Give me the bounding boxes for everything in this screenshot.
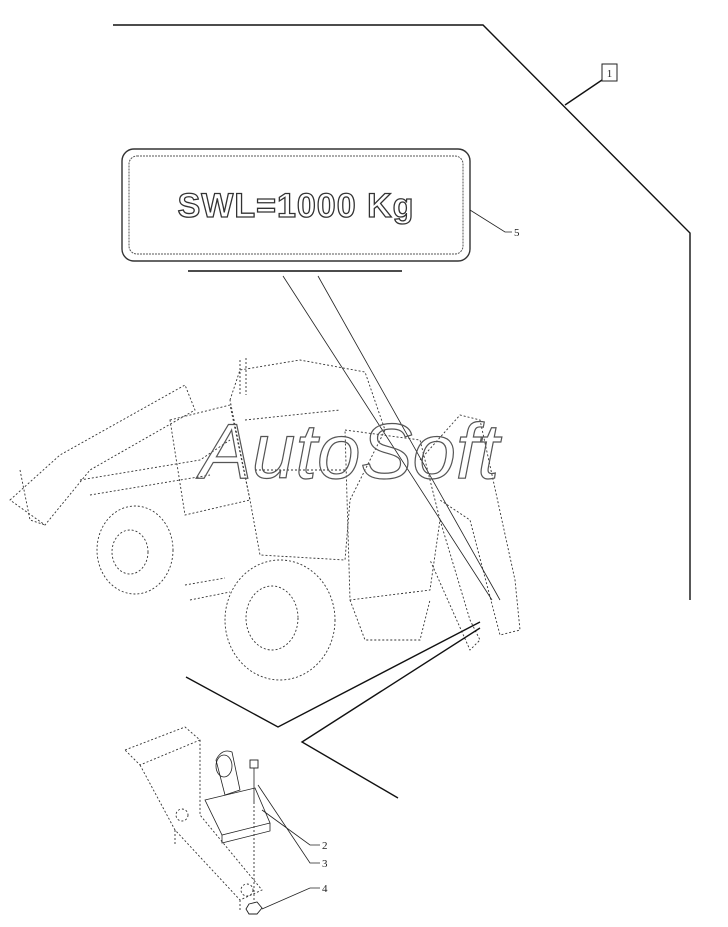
decal-text: SWL=1000 Kg [178, 187, 415, 225]
tow-bracket [204, 750, 271, 844]
backhoe-loader-drawing [9, 358, 521, 681]
decal-leader-lines [282, 275, 501, 601]
callout-nut: 4 [261, 883, 328, 910]
bolt [249, 759, 259, 900]
swl-decal: SWL=1000 Kg [121, 148, 471, 272]
callout-main-assembly: 1 [601, 63, 618, 82]
assembly-bracket-lines [113, 24, 691, 600]
detail-leader-lines [185, 621, 481, 799]
callout-label-4: 4 [322, 883, 328, 895]
callout-bolt: 3 [257, 784, 328, 870]
nut [245, 901, 263, 915]
callout-decal: 5 [469, 209, 520, 239]
callout-label-2: 2 [322, 840, 328, 852]
autosoft-watermark: AutoSoft [196, 407, 503, 495]
callout-bracket: 2 [261, 809, 328, 852]
callout-label-5: 5 [514, 227, 520, 239]
detail-assembly [124, 726, 263, 912]
callout-label-3: 3 [322, 858, 328, 870]
callout-label-1: 1 [607, 68, 613, 80]
